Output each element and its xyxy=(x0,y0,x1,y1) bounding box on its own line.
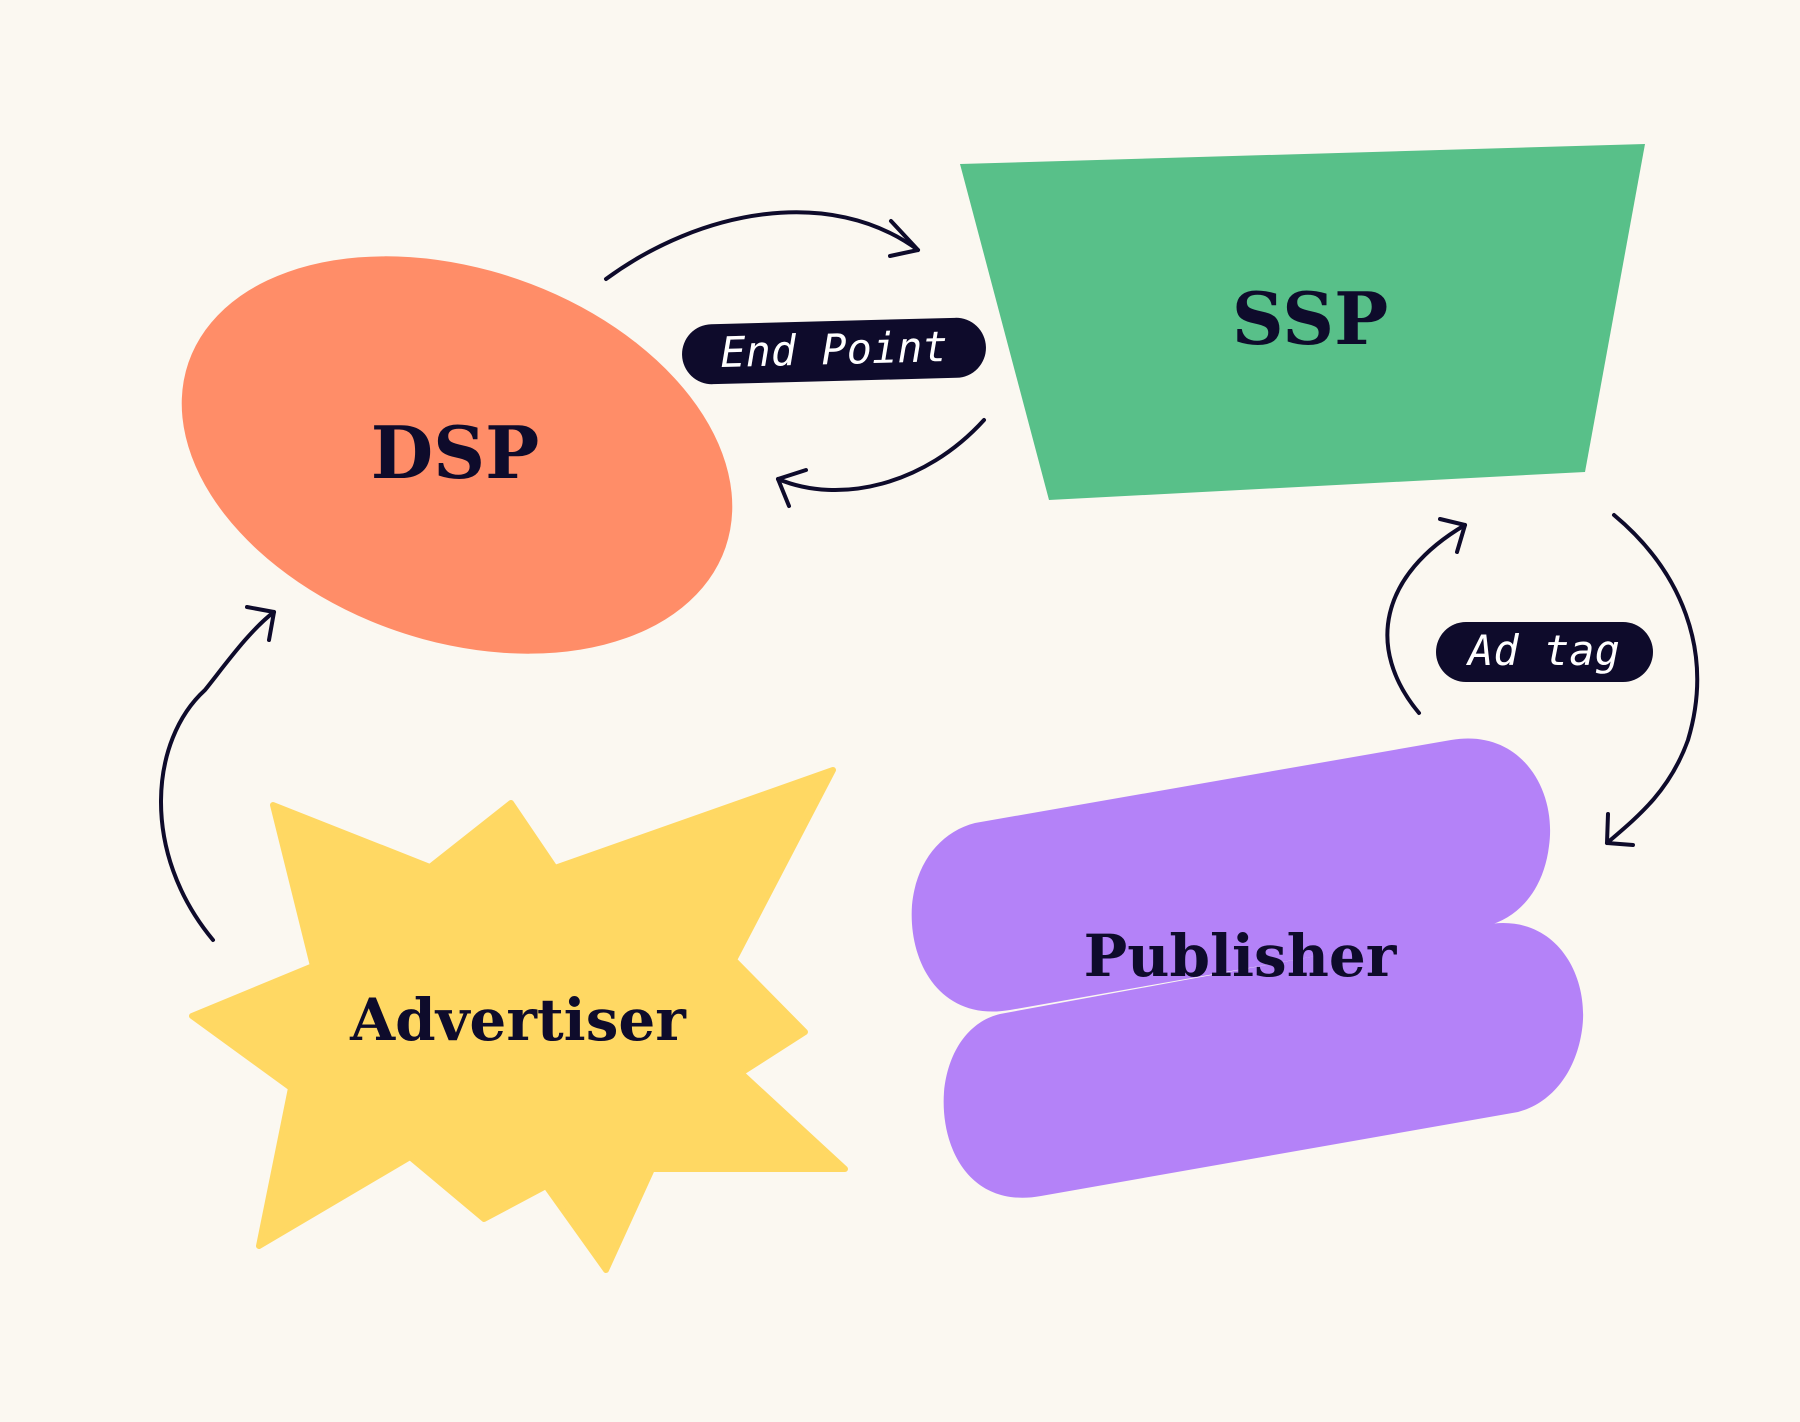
arrow-dsp-to-ssp xyxy=(604,210,920,281)
dsp-shape xyxy=(181,256,733,654)
end-point-tag: End Point xyxy=(682,317,986,385)
ssp-node: SSP xyxy=(960,144,1645,500)
arrow-dsp-to-ssp-head xyxy=(888,219,920,258)
arrow-ssp-to-publisher xyxy=(1605,513,1700,847)
arrow-ssp-to-publisher-curve xyxy=(1605,513,1700,845)
arrow-publisher-to-ssp-head xyxy=(1438,517,1467,554)
publisher-label: Publisher xyxy=(1084,922,1398,990)
arrow-publisher-to-ssp-curve xyxy=(1385,523,1467,715)
publisher-shape-top xyxy=(911,738,1551,1012)
ad-tag-tag-background xyxy=(1436,622,1653,682)
ad-tag-tag-label: Ad tag xyxy=(1465,626,1620,675)
arrow-dsp-to-ssp-curve xyxy=(604,210,920,281)
arrow-advertiser-to-dsp-head xyxy=(245,605,276,642)
arrow-advertiser-to-dsp-curve xyxy=(159,610,276,942)
arrow-ssp-to-publisher-head xyxy=(1605,812,1635,847)
publisher-shape-bottom xyxy=(943,923,1584,1198)
dsp-node: DSP xyxy=(181,256,733,654)
end-point-tag-background xyxy=(682,317,986,385)
dsp-label: DSP xyxy=(371,410,540,495)
end-point-tag-label: End Point xyxy=(720,322,949,377)
arrow-ssp-to-dsp xyxy=(776,418,986,508)
ssp-label: SSP xyxy=(1232,276,1389,361)
ssp-shape xyxy=(960,144,1645,500)
advertiser-node: Advertiser xyxy=(189,767,848,1273)
advertiser-label: Advertiser xyxy=(349,986,687,1054)
advertiser-shape xyxy=(189,767,848,1273)
arrow-advertiser-to-dsp xyxy=(159,605,276,942)
ad-tag-tag: Ad tag xyxy=(1436,622,1653,682)
arrow-ssp-to-dsp-head xyxy=(776,468,808,508)
arrow-ssp-to-dsp-curve xyxy=(776,418,986,492)
publisher-node: Publisher xyxy=(911,738,1584,1198)
arrow-publisher-to-ssp xyxy=(1385,517,1467,715)
